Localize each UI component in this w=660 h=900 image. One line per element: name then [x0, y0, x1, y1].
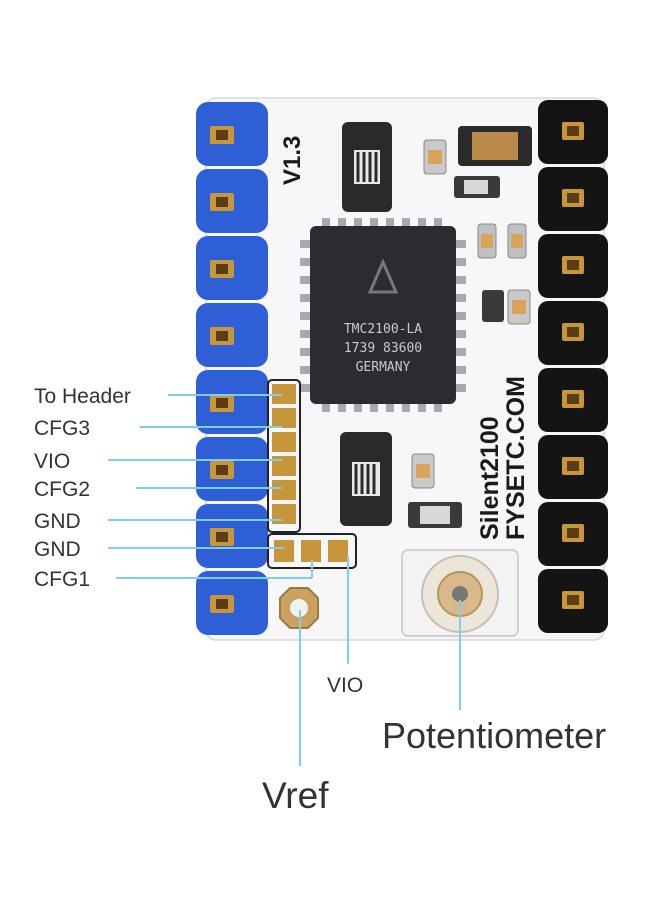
board-model-text: Silent2100: [476, 416, 504, 540]
chip-marking-line2: 1739 83600: [344, 341, 422, 356]
blue-header-pin: [196, 169, 268, 233]
right-black-header: [538, 100, 608, 633]
black-header-pin: [538, 234, 608, 298]
board-brand-text: FYSETC.COM: [502, 376, 530, 540]
black-header-pin: [538, 502, 608, 566]
label-gnd-1: GND: [34, 510, 81, 533]
blue-header-pin: [196, 236, 268, 300]
bottom-pad-row: [267, 533, 357, 569]
black-header-pin: [538, 569, 608, 633]
config-pad: [272, 408, 296, 428]
label-cfg1: CFG1: [34, 568, 90, 591]
board-version-text: V1.3: [279, 136, 306, 185]
smd-parts: [408, 139, 531, 528]
blue-header-pin: [196, 437, 268, 501]
leader-lines: [108, 394, 461, 766]
blue-header-pin: [196, 102, 268, 166]
blue-header-pin: [196, 504, 268, 568]
bottom-inductor: [340, 432, 392, 526]
label-vio-bottom: VIO: [327, 674, 363, 697]
blue-header-pin: [196, 370, 268, 434]
config-pad: [272, 384, 296, 404]
config-pads: [267, 379, 301, 533]
blue-header-pin: [196, 571, 268, 635]
config-pad: [272, 432, 296, 452]
top-inductor: [342, 122, 392, 212]
chip-marking-line1: TMC2100-LA: [344, 322, 422, 337]
black-header-pin: [538, 167, 608, 231]
black-header-pin: [538, 368, 608, 432]
top-capacitor: [458, 126, 532, 166]
chip-marking-line3: GERMANY: [356, 360, 411, 375]
tmc2100-chip: TMC2100-LA 1739 83600 GERMANY: [300, 218, 466, 412]
label-cfg3: CFG3: [34, 417, 90, 440]
label-vref: Vref: [262, 775, 329, 816]
label-vio-left: VIO: [34, 450, 70, 473]
black-header-pin: [538, 100, 608, 164]
config-pad: [272, 480, 296, 500]
label-to-header: To Header: [34, 385, 131, 408]
label-potentiometer: Potentiometer: [382, 715, 606, 756]
black-header-pin: [538, 301, 608, 365]
label-cfg2: CFG2: [34, 478, 90, 501]
left-blue-header: [196, 102, 268, 635]
vref-pad: [279, 587, 319, 629]
black-header-pin: [538, 435, 608, 499]
blue-header-pin: [196, 303, 268, 367]
potentiometer-part: [401, 549, 519, 637]
label-gnd-2: GND: [34, 538, 81, 561]
